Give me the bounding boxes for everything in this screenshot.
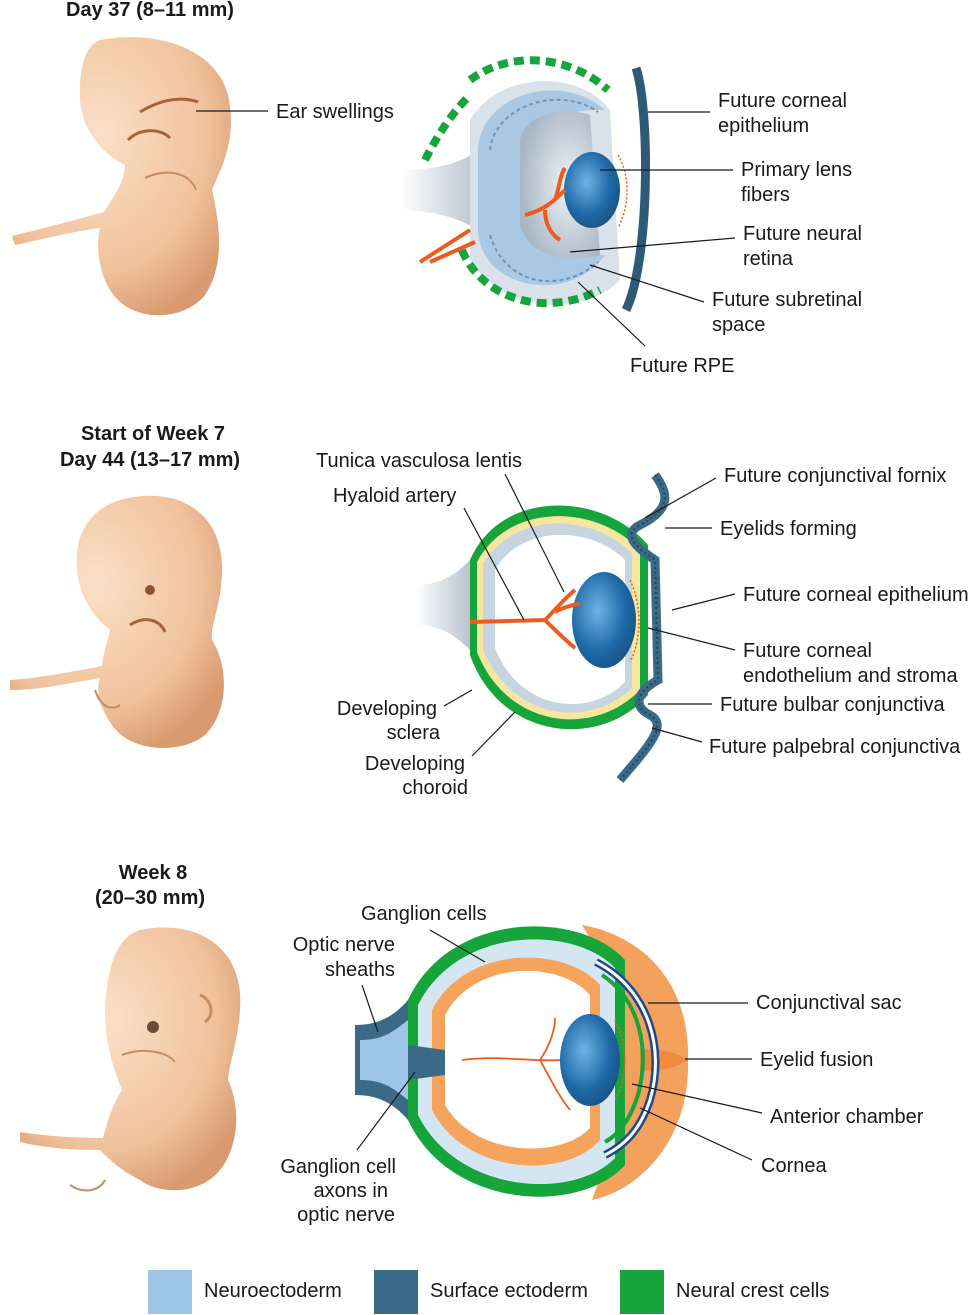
label-eyelids-forming: Eyelids forming [720, 518, 857, 540]
legend-label-neuroectoderm: Neuroectoderm [204, 1280, 342, 1302]
stage-3-title-line2: (20–30 mm) [95, 887, 205, 909]
leader-ganglion-cell-axons [356, 1071, 416, 1151]
label-developing-choroid-1: Developing [365, 753, 465, 775]
label-anterior-chamber: Anterior chamber [770, 1106, 924, 1128]
stage-2-title-line1: Start of Week 7 [81, 423, 225, 445]
label-developing-sclera-1: Developing [337, 698, 437, 720]
leader-ganglion-cells [429, 929, 486, 963]
label-ganglion-cell-axons-3: optic nerve [297, 1204, 395, 1226]
label-future-palpebral-conjunctiva: Future palpebral conjunctiva [709, 736, 961, 758]
legend-swatch-surface-ectoderm [374, 1269, 418, 1314]
label-primary-lens-fibers-2: fibers [741, 184, 790, 206]
label-optic-nerve-sheaths-1: Optic nerve [293, 934, 395, 956]
label-ganglion-cell-axons-1: Ganglion cell [280, 1156, 396, 1178]
label-ganglion-cell-axons-2: axons in [314, 1180, 389, 1202]
label-future-corneal-epithelium-w7: Future corneal epithelium [743, 584, 969, 606]
label-future-corneal-endothelium-2: endothelium and stroma [743, 665, 958, 687]
label-hyaloid-artery: Hyaloid artery [333, 485, 456, 507]
label-ganglion-cells: Ganglion cells [361, 903, 487, 925]
label-eyelid-fusion: Eyelid fusion [760, 1049, 873, 1071]
leader-future-rpe [577, 281, 646, 347]
label-primary-lens-fibers-1: Primary lens [741, 159, 852, 181]
leader-tunica-vasculosa-lentis [504, 473, 565, 593]
legend-item-neural-crest-cells: Neural crest cells [620, 1268, 829, 1315]
label-future-corneal-epithelium-2: epithelium [718, 115, 809, 137]
legend-label-neural-crest-cells: Neural crest cells [676, 1280, 830, 1302]
label-future-subretinal-space-2: space [712, 314, 765, 336]
legend-label-surface-ectoderm: Surface ectoderm [430, 1280, 588, 1302]
eye-week7-illustration [415, 472, 670, 783]
leader-optic-nerve-sheaths [361, 984, 379, 1033]
label-conjunctival-sac: Conjunctival sac [756, 992, 902, 1014]
label-future-conjunctival-fornix: Future conjunctival fornix [724, 465, 946, 487]
embryo-week8-illustration [20, 927, 241, 1192]
leader-anterior-chamber [631, 1083, 763, 1114]
label-future-bulbar-conjunctiva: Future bulbar conjunctiva [720, 694, 945, 716]
legend-swatch-neuroectoderm [148, 1269, 192, 1314]
leader-future-subretinal-space [589, 264, 705, 303]
label-future-neural-retina-2: retina [743, 248, 794, 270]
leader-future-conjunctival-fornix [644, 477, 717, 519]
label-tunica-vasculosa-lentis: Tunica vasculosa lentis [316, 450, 522, 472]
label-cornea: Cornea [761, 1155, 827, 1177]
leader-developing-choroid [471, 711, 516, 757]
leader-future-neural-retina [569, 237, 736, 253]
label-future-rpe: Future RPE [630, 355, 734, 377]
leader-future-corneal-epithelium-w7 [671, 593, 736, 611]
eye-week8-illustration [355, 925, 689, 1200]
label-optic-nerve-sheaths-2: sheaths [325, 959, 395, 981]
label-future-subretinal-space-1: Future subretinal [712, 289, 862, 311]
label-developing-sclera-2: sclera [387, 722, 441, 744]
leader-developing-sclera [443, 689, 473, 707]
label-future-corneal-endothelium-1: Future corneal [743, 640, 872, 662]
label-ear-swellings: Ear swellings [276, 101, 394, 123]
stage-2-title-line2: Day 44 (13–17 mm) [60, 449, 240, 471]
label-future-corneal-epithelium-1: Future corneal [718, 90, 847, 112]
optic-cup-day37-illustration [400, 56, 650, 312]
label-developing-choroid-2: choroid [402, 777, 468, 799]
leader-cornea [639, 1107, 753, 1161]
legend-item-surface-ectoderm: Surface ectoderm [374, 1268, 588, 1315]
legend: Neuroectoderm Surface ectoderm Neural cr… [0, 1268, 980, 1315]
embryo-day37-illustration [12, 37, 231, 316]
eye-development-diagram: Day 37 (8–11 mm) Ear swellings Future co… [10, 0, 969, 1226]
embryo-week7-illustration [10, 495, 224, 748]
leader-future-palpebral-conjunctiva [651, 727, 703, 743]
leader-hyaloid-artery [463, 507, 525, 621]
label-future-neural-retina-1: Future neural [743, 223, 862, 245]
legend-item-neuroectoderm: Neuroectoderm [148, 1268, 342, 1315]
stage-3-title-line1: Week 8 [119, 862, 188, 884]
legend-swatch-neural-crest-cells [620, 1269, 664, 1314]
leader-future-corneal-endothelium [647, 627, 736, 651]
stage-1-title: Day 37 (8–11 mm) [66, 0, 234, 21]
